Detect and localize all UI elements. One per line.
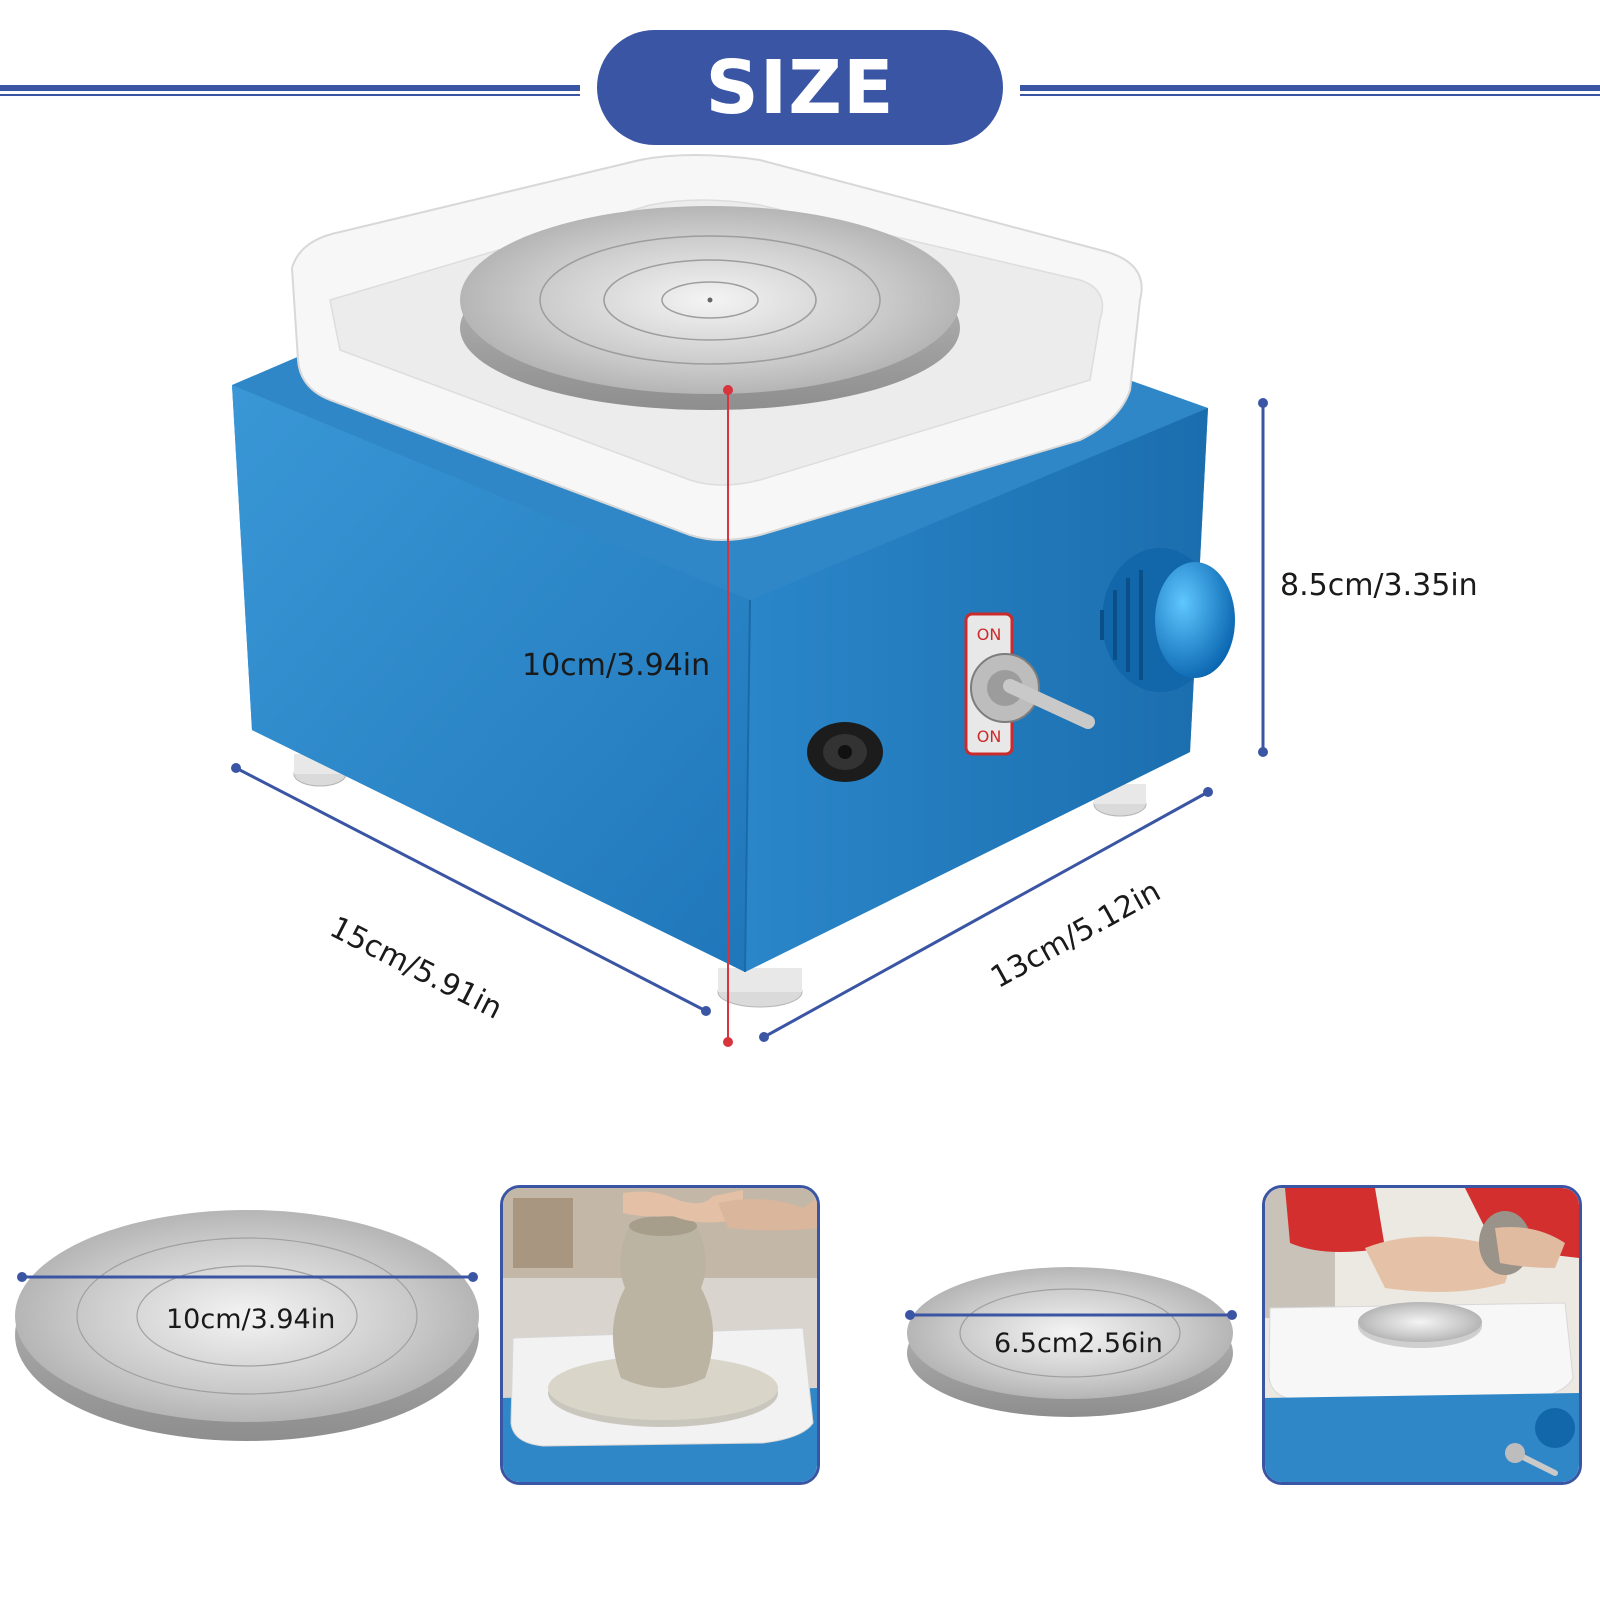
- dimension-lines: [231, 385, 1268, 1047]
- wheel-body: [232, 355, 1208, 973]
- wheel-head: [460, 206, 960, 410]
- switch-label-bottom: ON: [977, 727, 1002, 746]
- header-rule-right: [1020, 85, 1600, 96]
- photo-vase-on-wheel: [500, 1185, 820, 1485]
- speed-knob-icon[interactable]: [1100, 548, 1235, 692]
- page-title: SIZE: [705, 44, 895, 131]
- power-jack-icon: [807, 722, 883, 782]
- switch-label-top: ON: [977, 625, 1002, 644]
- height-side-label: 8.5cm/3.35in: [1280, 568, 1478, 603]
- photo-hands-with-clay: [1262, 1185, 1582, 1485]
- large-plate-label: 10cm/3.94in: [166, 1304, 336, 1335]
- header-rule-left: [0, 85, 580, 96]
- title-badge: SIZE: [597, 30, 1003, 145]
- toggle-switch-icon[interactable]: ON ON: [964, 612, 1095, 756]
- small-plate: [905, 1267, 1237, 1417]
- height-center-label: 10cm/3.94in: [522, 648, 711, 683]
- large-plate: [15, 1210, 479, 1441]
- small-plate-label: 6.5cm2.56in: [994, 1328, 1163, 1359]
